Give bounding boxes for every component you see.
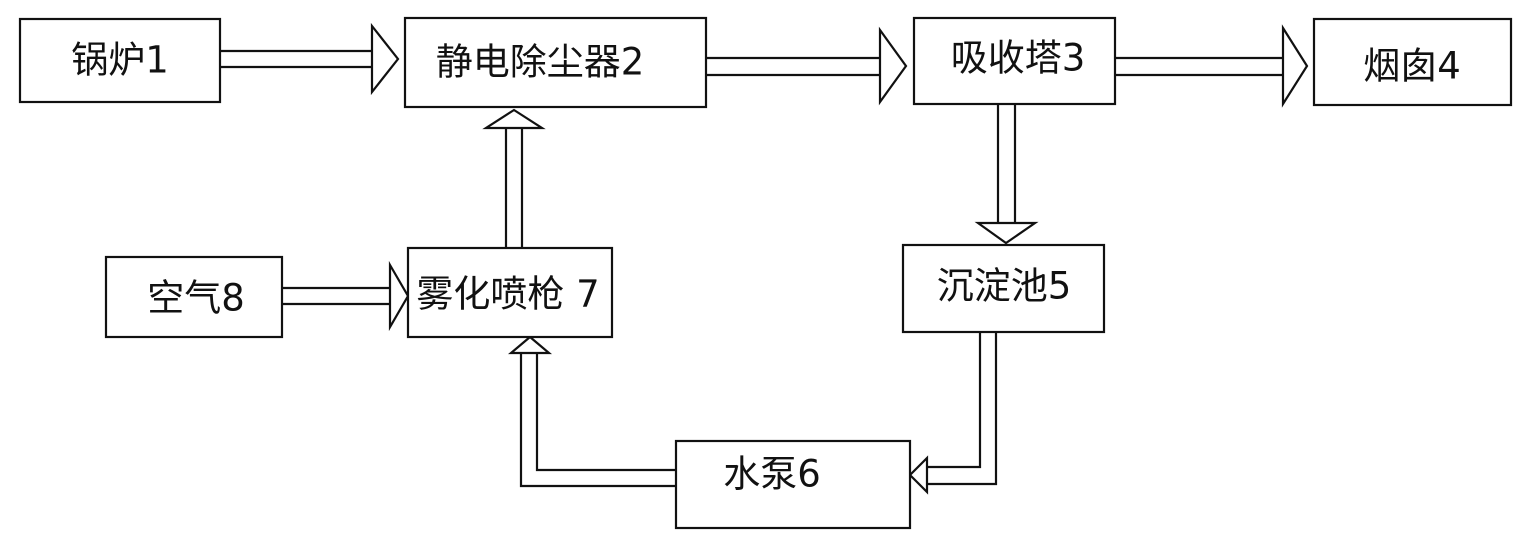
node-air: 空气8 xyxy=(104,255,284,339)
node-atomizing-spray-gun: 雾化喷枪 7 xyxy=(406,246,614,339)
node-water-pump-label: 水泵6 xyxy=(723,453,821,496)
node-absorption-tower: 吸收塔3 xyxy=(912,16,1117,106)
node-chimney-label: 烟囱4 xyxy=(1363,45,1461,88)
flow-sedimentation-tank-to-water-pump xyxy=(908,333,998,495)
flow-spray-gun-to-precipitator xyxy=(482,108,546,247)
flow-precipitator-to-absorption-tower xyxy=(706,26,908,106)
node-sedimentation-tank: 沉淀池5 xyxy=(901,243,1106,334)
flow-absorption-tower-to-sedimentation-tank xyxy=(974,105,1039,245)
node-absorption-tower-label: 吸收塔3 xyxy=(951,37,1086,80)
node-chimney: 烟囱4 xyxy=(1312,17,1513,107)
node-electrostatic-precipitator: 静电除尘器2 xyxy=(403,16,708,109)
node-air-label: 空气8 xyxy=(147,277,245,320)
flow-absorption-tower-to-chimney xyxy=(1115,24,1309,108)
node-water-pump: 水泵6 xyxy=(674,439,912,530)
flow-air-to-spray-gun xyxy=(282,260,410,332)
node-electrostatic-precipitator-label: 静电除尘器2 xyxy=(436,41,645,84)
flow-boiler-to-precipitator xyxy=(220,22,400,96)
node-atomizing-spray-gun-label: 雾化喷枪 7 xyxy=(416,273,599,316)
node-sedimentation-tank-label: 沉淀池5 xyxy=(937,265,1072,308)
flow-water-pump-to-spray-gun xyxy=(507,335,676,488)
node-boiler: 锅炉1 xyxy=(18,17,222,104)
node-boiler-label: 锅炉1 xyxy=(71,39,169,82)
